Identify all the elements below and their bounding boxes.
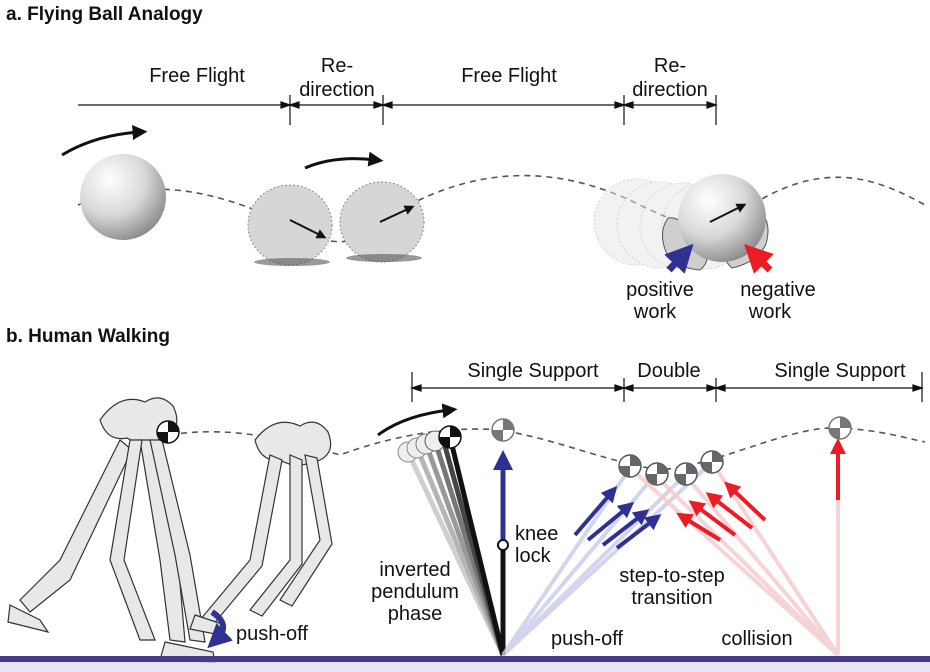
flying-ball [80,154,166,240]
phase-single-support-1: Single Support [467,360,599,382]
phase-timeline-b [410,372,924,402]
phase-free-flight-2: Free Flight [461,65,557,87]
ball-trajectory [77,174,926,243]
push-off-arrows [573,485,662,550]
push-off-label: push-off [551,628,623,650]
collision-label: collision [721,628,792,650]
negative-work-arrow [744,244,774,274]
phase-redirection-2-line1: Re- [654,55,686,77]
positive-work-label-line2: work [633,301,677,323]
phase-redirection-1-line1: Re- [321,55,353,77]
positive-work-arrow [664,243,694,274]
transition-label-line1: step-to-step [619,565,725,587]
positive-work-label-line1: positive [626,279,694,301]
phase-single-support-2: Single Support [774,360,906,382]
com-marker-stance [491,418,515,442]
transition-label-line2: transition [631,587,712,609]
motion-arrow-2 [304,151,384,170]
inverted-pendulum-label-line2: pendulum [371,581,459,603]
phase-redirection-2-line2: direction [632,79,708,101]
com-marker-skeleton [156,420,180,444]
knee-lock-label-line1: knee [515,523,558,545]
inverted-pendulum-fan [397,425,506,657]
ground-line [0,656,930,662]
motion-arrow-pendulum [377,403,458,437]
inverted-pendulum-label-line3: phase [388,603,443,625]
negative-work-label-line1: negative [740,279,816,301]
panel-a-heading: a. Flying Ball Analogy [6,4,203,25]
com-markers-transition [618,416,852,486]
deforming-ball-1 [247,184,333,266]
panel-b-heading: b. Human Walking [6,326,170,347]
knee-joint [497,539,509,551]
push-off-rotation-arrow [207,609,233,649]
knee-lock-label-line2: lock [515,545,552,567]
collision-arrows [676,481,767,542]
phase-double-support: Double [637,360,700,382]
negative-work-label-line2: work [748,301,792,323]
phase-redirection-1-line2: direction [299,79,375,101]
phase-timeline-a [78,95,718,125]
phase-free-flight-1: Free Flight [149,65,245,87]
push-off-leg-label: push-off [236,623,308,645]
caught-ball [678,174,766,262]
inverted-pendulum-label-line1: inverted [379,559,450,581]
motion-arrow-1 [61,125,148,157]
